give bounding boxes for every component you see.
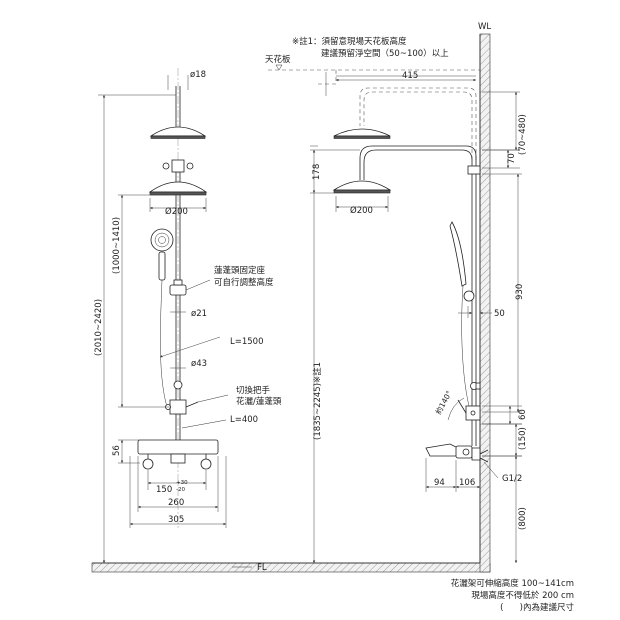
l400-label: L=400 [230, 415, 258, 425]
floor [91, 562, 491, 573]
note1-line2: 建議預留淨空間（50~100）以上 [321, 48, 449, 59]
front-rain-head [148, 172, 208, 196]
h800-label: (800) [518, 507, 528, 530]
front-holder [169, 279, 187, 296]
w50-label: 50 [494, 309, 505, 319]
h1835-label: (1835~2245)※註1 [312, 362, 323, 440]
w305-label: 305 [168, 515, 184, 525]
total-range-label: (2010~2420) [94, 299, 104, 356]
fl-label: FL [257, 563, 267, 573]
side-view: ※註1：須留意現場天花板高度 建議預留淨空間（50~100）以上 天花板 415… [265, 36, 528, 563]
footnote-1: 花灑架可伸縮高度 100~141cm [450, 579, 574, 589]
w415-label: 415 [402, 71, 418, 81]
side-hose [461, 285, 471, 411]
wall [479, 33, 491, 573]
front-diverter [165, 399, 199, 415]
w106-label: 106 [459, 478, 475, 488]
adj-range-label: (1000~1410) [112, 217, 122, 274]
h70-480-label: (70~480) [518, 114, 528, 155]
front-mixer [137, 439, 219, 470]
ceiling-marker [275, 64, 283, 71]
front-view: ø18 Ø200 [94, 68, 282, 563]
footnote-3: ( )內為建議尺寸 [500, 603, 574, 613]
front-d18-label: ø18 [190, 70, 206, 80]
h70-label: 70 [507, 153, 517, 164]
footnote-2: 現場高度不得低於 200 cm [471, 591, 574, 601]
floor-label-fl: FL [232, 563, 267, 573]
switch-label-line1: 切換把手 [236, 385, 271, 396]
h60-label: 60 [518, 409, 528, 420]
angle-arc [447, 397, 465, 421]
front-hose [160, 279, 169, 411]
front-hand-shower [150, 228, 174, 281]
h930-label: 930 [515, 284, 525, 300]
h56-label: 56 [112, 445, 122, 456]
side-hand-shower [449, 221, 475, 302]
h178-label: 178 [312, 164, 322, 180]
side-d200-label: Ø200 [350, 205, 373, 216]
side-mixer [425, 443, 489, 463]
front-d43-label: ø43 [191, 359, 207, 369]
front-upper-head [149, 126, 207, 139]
note1-line1: ※註1：須留意現場天花板高度 [292, 36, 407, 47]
h150-label: (150) [518, 427, 528, 450]
footnotes: 花灑架可伸縮高度 100~141cm 現場高度不得低於 200 cm ( )內為… [451, 578, 574, 614]
tol-plus-label: +30 [176, 480, 188, 486]
hose-length-label: L=1500 [230, 337, 264, 347]
front-d200-label: Ø200 [165, 206, 188, 217]
side-main-arm [363, 149, 473, 172]
ceiling-label: 天花板 [265, 54, 291, 65]
w94-label: 94 [434, 478, 445, 488]
holder-label-line1: 蓮蓬頭固定座 [214, 265, 266, 276]
g12-label: G1/2 [502, 474, 522, 484]
front-d21-label: ø21 [191, 309, 207, 319]
side-rain-head [332, 172, 392, 194]
switch-label-line2: 花灑/蓮蓬頭 [236, 396, 282, 407]
wl-label: WL [478, 22, 491, 32]
holder-label-line2: 可自行調整高度 [214, 277, 274, 288]
w260-label: 260 [168, 498, 184, 508]
tol-minus-label: -20 [176, 487, 185, 493]
w150-label: 150 [156, 485, 172, 495]
side-diverter [457, 399, 481, 421]
